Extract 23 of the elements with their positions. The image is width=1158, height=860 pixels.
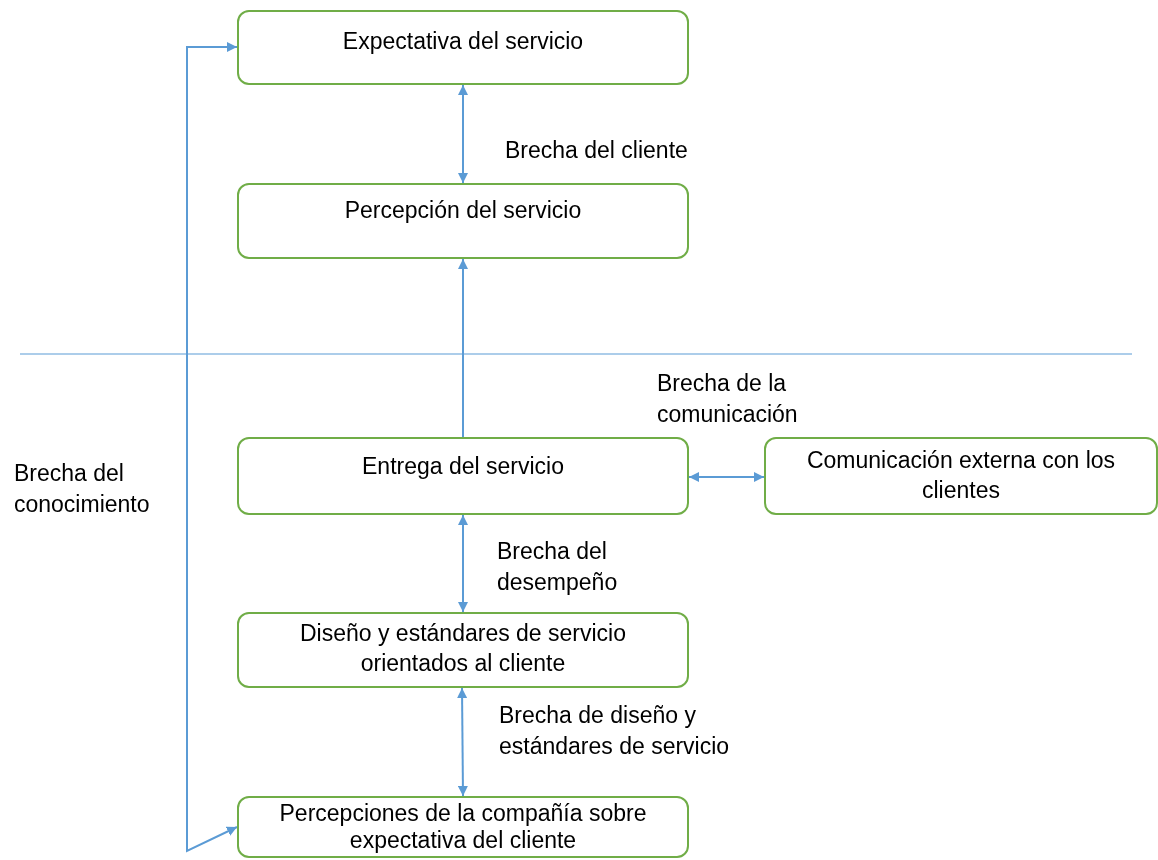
process-box xyxy=(237,612,689,688)
edge-label: Brecha del desempeño xyxy=(497,537,619,597)
process-box xyxy=(237,10,689,85)
arrow xyxy=(458,514,468,613)
arrow xyxy=(457,687,468,797)
process-box xyxy=(237,183,689,259)
arrow xyxy=(688,472,765,482)
box-label: Diseño y estándares de servicio orientados al cliente xyxy=(299,619,627,678)
arrow xyxy=(458,258,468,438)
process-box xyxy=(764,437,1158,515)
process-box xyxy=(237,796,689,858)
arrow xyxy=(186,42,238,853)
edge-label: Brecha de diseño y estándares de servicio xyxy=(499,701,731,761)
edge-label: Brecha de la comunicación xyxy=(657,369,799,429)
box-label: Percepción del servicio xyxy=(344,196,582,225)
edge-label: Brecha del cliente xyxy=(505,136,689,165)
edge-label: Brecha del conocimiento xyxy=(14,459,151,519)
arrow xyxy=(458,84,468,184)
box-label: Comunicación externa con los clientes xyxy=(805,446,1117,505)
box-label: Percepciones de la compañía sobre expectativa del cliente xyxy=(278,800,648,854)
box-label: Entrega del servicio xyxy=(362,452,564,481)
process-box xyxy=(237,437,689,515)
box-label: Expectativa del servicio xyxy=(342,27,584,56)
